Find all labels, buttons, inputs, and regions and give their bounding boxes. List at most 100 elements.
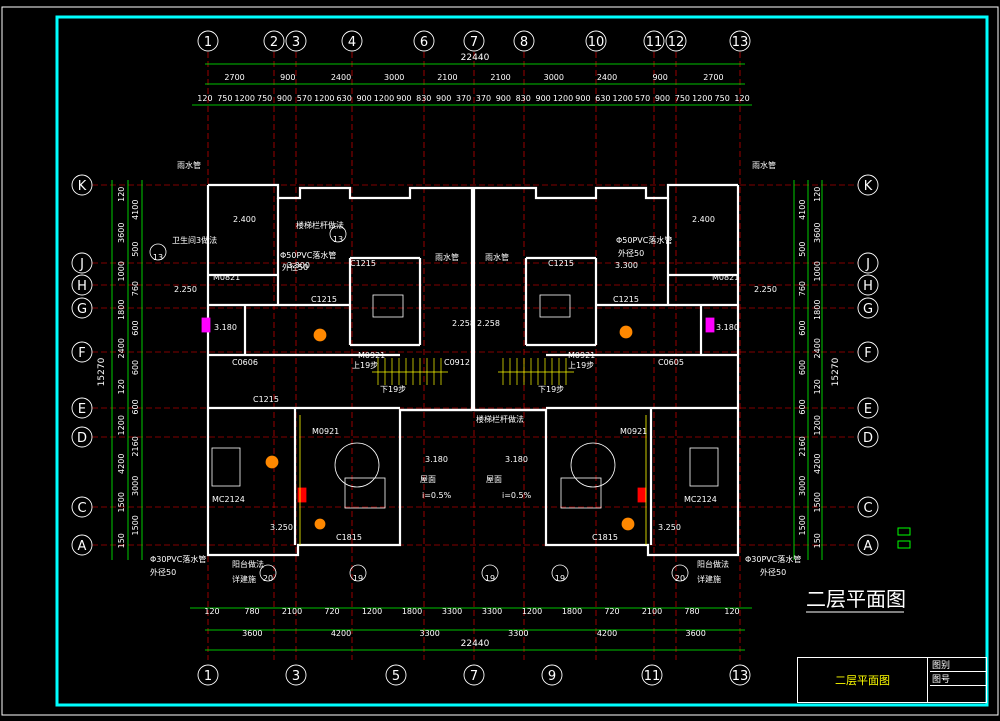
dim-left-col2: 600 [131,360,140,375]
axis-bottom-9: 9 [541,664,563,686]
dim-right-col1: 3600 [813,223,822,243]
dim-top-row2: 370 [476,94,491,103]
room-labels: 2.400 2.400 3.300 3.300 3.180 3.180 2.25… [150,160,801,584]
dim-top-row1: 3000 [544,73,564,82]
svg-text:H: H [863,279,873,294]
svg-text:3: 3 [292,35,300,50]
dim-left-col2: 3000 [131,476,140,496]
axis-right-D: D [857,426,879,448]
axis-left-E: E [71,397,93,419]
dim-left-col1: 2400 [117,338,126,358]
furniture [201,294,719,545]
dim-top-row1: 2100 [490,73,510,82]
svg-text:E: E [78,402,86,417]
axis-top-7: 7 [463,30,485,52]
stair-down-left: 下19步 [380,385,406,394]
dim-right-col2: 500 [798,242,807,257]
elev-3250-left: 3.250 [270,523,293,532]
dim-top-row1: 2400 [331,73,351,82]
dim-left-col1: 120 [117,379,126,394]
dim-top-row2: 570 [297,94,312,103]
svg-text:A: A [864,539,873,554]
axis-left-F: F [71,341,93,363]
axis-right-F: F [857,341,879,363]
sheet-border [1,6,999,716]
svg-text:E: E [864,402,872,417]
drawing-title: 二层平面图 [806,587,906,611]
dim-right-col2: 1500 [798,515,807,535]
dim-left-col1: 1000 [117,261,126,281]
svg-text:F: F [78,346,85,361]
door-mc2124-1: MC2124 [212,495,245,504]
drawing-frame [55,15,989,707]
axis-bottom-13: 13 [729,664,751,686]
dim-right-col1: 4200 [813,454,822,474]
axis-left-C: C [71,496,93,518]
dim-top-row2: 570 [635,94,650,103]
dim-top-row2: 900 [436,94,451,103]
dim-left-col1: 120 [117,187,126,202]
legend-square-2 [897,540,911,549]
axis-top-3: 3 [285,30,307,52]
dim-left-col2: 1500 [131,515,140,535]
pipe-dn50-right: 外径50 [618,248,644,258]
axis-right-H: H [857,274,879,296]
pipe-dn50-left: 外径50 [282,262,308,272]
dim-left-col1: 3600 [117,223,126,243]
dim-bottom-row2: 4200 [597,629,617,638]
svg-text:C: C [863,501,872,516]
door-m0921-1: M0921 [358,351,385,360]
dim-right-col2: 600 [798,360,807,375]
stair-up-right: 上19步 [568,361,594,370]
bath-ref-left: 卫生间3做法 [172,235,217,245]
svg-text:19: 19 [353,574,363,583]
elev-3180-left: 3.180 [214,323,237,332]
dim-top-row2: 900 [655,94,670,103]
dim-top-row2: 750 [675,94,690,103]
svg-text:19: 19 [555,574,565,583]
dim-top-row1: 3000 [384,73,404,82]
axis-top-8: 8 [513,30,535,52]
elev-2400-right: 2.400 [692,215,715,224]
roof-left: 屋面 [420,475,436,484]
dim-top-row2: 830 [416,94,431,103]
axis-right-C: C [857,496,879,518]
dim-bottom-row2: 3300 [419,629,439,638]
dim-top-row2: 1200 [613,94,633,103]
dim-right-col1: 150 [813,533,822,548]
dim-right-col1: 2400 [813,338,822,358]
dim-top-row2: 630 [337,94,352,103]
rain-pipe-mid-left: 雨水管 [435,252,459,262]
dim-bottom-row2: 4200 [331,629,351,638]
balcony-ref-right: 详建施 [697,574,721,584]
elev-3300-left: 3.300 [287,261,310,270]
pipe-pvc30-left: Φ30PVC落水管 [150,554,206,564]
win-c1215-1: C1215 [350,259,376,268]
dim-bottom-row1: 2100 [642,607,662,616]
dim-top-row2: 630 [595,94,610,103]
dim-top-row2: 1200 [374,94,394,103]
axis-bottom-11: 11 [641,664,663,686]
dim-top-row2: 1200 [235,94,255,103]
door-m0821-1: M0821 [213,273,240,282]
svg-text:13: 13 [153,253,163,262]
axis-top-12: 12 [665,30,687,52]
svg-text:12: 12 [668,35,685,50]
vertical-axis-lines [207,52,741,660]
axis-bottom-1: 1 [197,664,219,686]
dim-left-col1: 1800 [117,300,126,320]
elev-2400-left: 2.400 [233,215,256,224]
dim-bottom-row2: 3300 [508,629,528,638]
dim-left-col1: 1500 [117,492,126,512]
title-block: 二层平面图 图别 图号 [797,657,987,703]
dim-top-row2: 750 [715,94,730,103]
axis-top-10: 10 [585,30,607,52]
elev-3180-right: 3.180 [716,323,739,332]
svg-text:1: 1 [204,35,212,50]
svg-text:7: 7 [470,35,478,50]
svg-text:K: K [78,179,87,194]
axis-top-1: 1 [197,30,219,52]
svg-text:5: 5 [392,669,400,684]
